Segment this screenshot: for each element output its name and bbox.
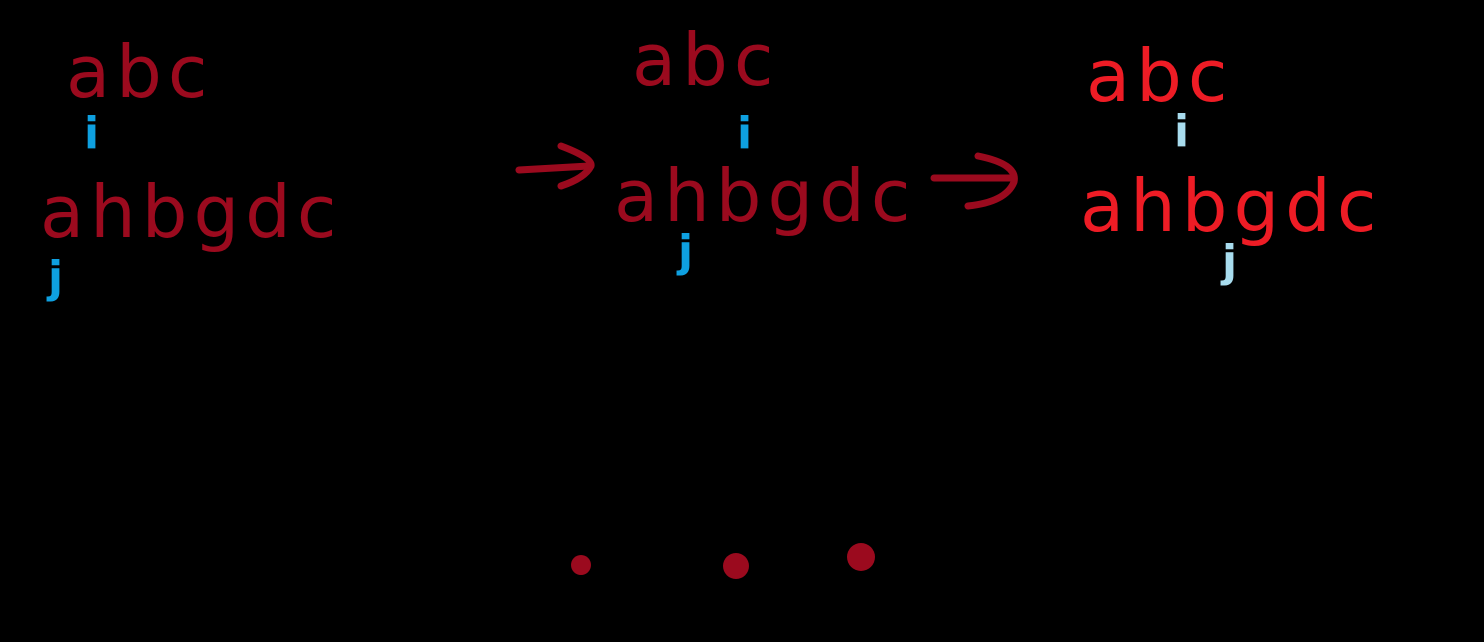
panel-3-pointer-j: j (1222, 236, 1238, 287)
panel-2-pointer-j: j (678, 226, 694, 277)
panel-2-pointer-i: i (737, 108, 753, 159)
panel-3-target-string: ahbgdc (1080, 164, 1383, 248)
right-arrow-icon (515, 108, 597, 222)
panel-1-pointer-i: i (84, 108, 100, 159)
right-arrow-icon (930, 118, 1020, 244)
panel-2-target-string: ahbgdc (614, 154, 917, 238)
panel-1-source-string: abc (66, 30, 214, 114)
panel-3-pointer-i: i (1174, 106, 1190, 157)
panel-3-source-string: abc (1086, 34, 1234, 118)
panel-2-source-string: abc (632, 18, 780, 102)
ellipsis-dots-icon (560, 505, 890, 619)
panel-1-pointer-j: j (48, 252, 64, 303)
panel-1-target-string: ahbgdc (40, 170, 343, 254)
